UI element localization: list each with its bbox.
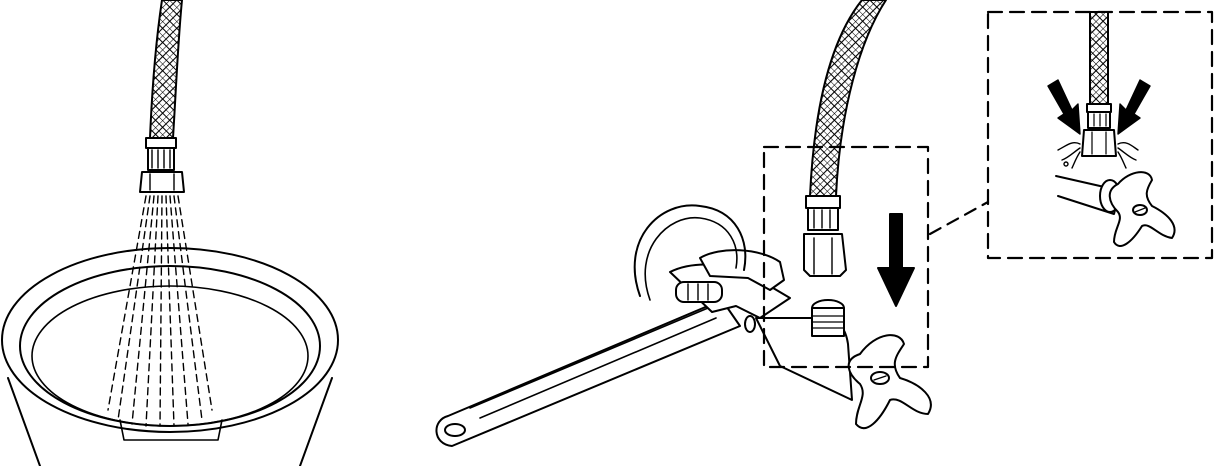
water-spray-icon [107,195,213,427]
detail-callout-box [762,145,930,369]
inward-arrow-icon [1117,79,1151,135]
leak-drip-icon [1057,141,1139,169]
panel-leak-check-detail [986,10,1214,260]
callout-leader [928,200,990,236]
wall-flange [633,204,747,297]
shutoff-valve-icon [1055,171,1176,247]
supply-hose-icon [809,0,887,197]
down-arrow-icon [877,213,915,307]
panel-flush-into-bucket [1,0,339,466]
compression-nut-icon [803,195,847,277]
bucket-icon [1,247,339,466]
supply-hose-icon [149,0,183,139]
inward-arrow-icon [1047,79,1081,135]
supply-hose-icon [1089,11,1109,105]
compression-nut-icon [1081,103,1117,157]
compression-nut-icon [139,137,185,193]
panel-connect-with-wrench [435,0,990,447]
shutoff-valve-icon [755,299,932,430]
adjustable-wrench-icon [435,249,791,447]
